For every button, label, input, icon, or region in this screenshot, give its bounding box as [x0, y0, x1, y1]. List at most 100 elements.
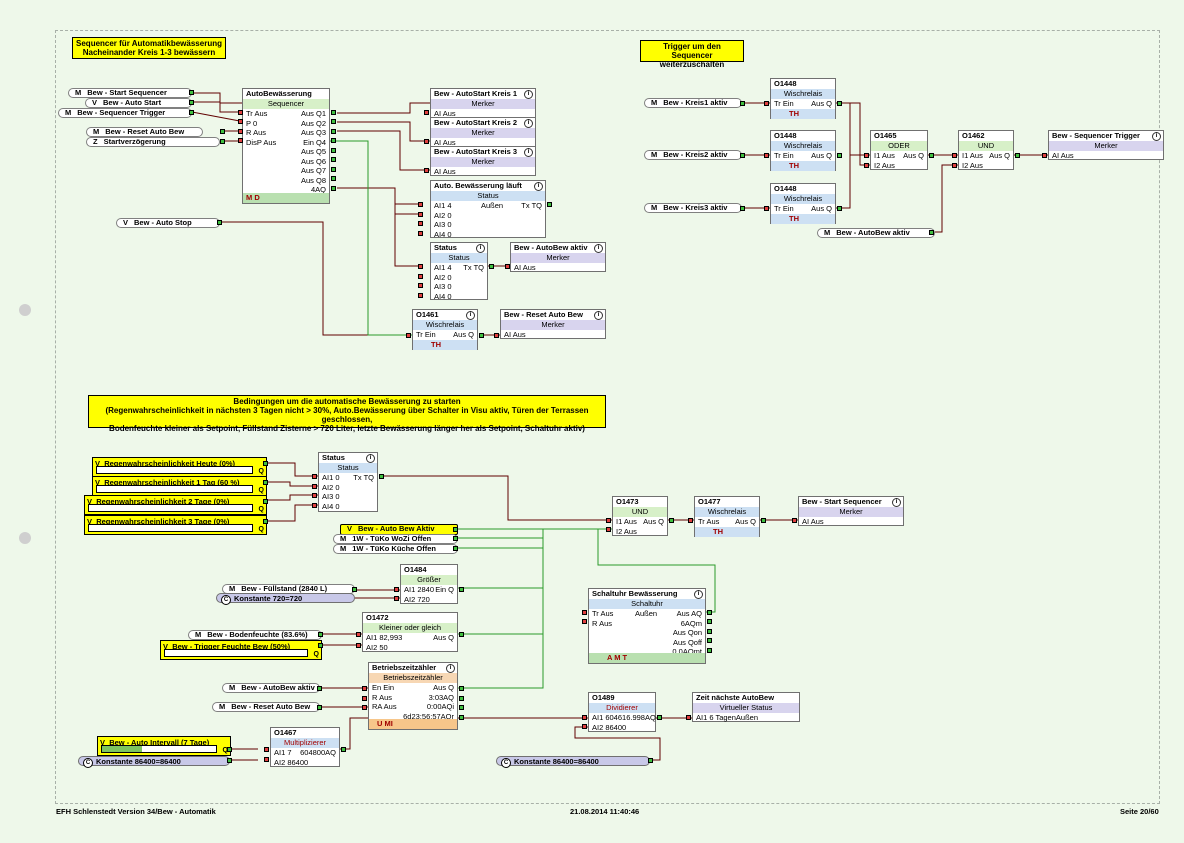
output-pin[interactable] — [453, 527, 458, 532]
input-pin[interactable] — [424, 110, 429, 115]
input-pin[interactable] — [362, 705, 367, 710]
output-pin[interactable] — [479, 333, 484, 338]
output-pin[interactable] — [459, 632, 464, 637]
info-icon[interactable]: i — [366, 454, 375, 463]
input-pin[interactable] — [394, 596, 399, 601]
input-pin[interactable] — [606, 518, 611, 523]
output-pin[interactable] — [331, 110, 336, 115]
output-pin[interactable] — [459, 686, 464, 691]
output-pin[interactable] — [459, 705, 464, 710]
output-pin[interactable] — [648, 758, 653, 763]
output-pin[interactable] — [1015, 153, 1020, 158]
input-pin[interactable] — [312, 474, 317, 479]
input-pin[interactable] — [362, 686, 367, 691]
output-pin[interactable] — [220, 139, 225, 144]
output-pin[interactable] — [263, 461, 268, 466]
input-pin[interactable] — [418, 231, 423, 236]
output-pin[interactable] — [352, 587, 357, 592]
output-pin[interactable] — [547, 202, 552, 207]
output-pin[interactable] — [707, 619, 712, 624]
info-icon[interactable]: i — [524, 148, 533, 157]
output-pin[interactable] — [459, 696, 464, 701]
output-pin[interactable] — [331, 119, 336, 124]
output-pin[interactable] — [837, 206, 842, 211]
output-pin[interactable] — [263, 480, 268, 485]
slider-regen-2-tage[interactable]: V Regenwahrscheinlichkeit 2 Tage (0%) Q — [84, 495, 267, 515]
output-pin[interactable] — [929, 153, 934, 158]
info-icon[interactable]: i — [892, 498, 901, 507]
input-pin[interactable] — [764, 101, 769, 106]
input-pin[interactable] — [1042, 153, 1047, 158]
input-pin[interactable] — [424, 168, 429, 173]
input-pin[interactable] — [505, 264, 510, 269]
output-pin[interactable] — [379, 474, 384, 479]
output-pin[interactable] — [707, 638, 712, 643]
output-pin[interactable] — [707, 610, 712, 615]
input-pin[interactable] — [952, 163, 957, 168]
input-pin[interactable] — [606, 527, 611, 532]
output-pin[interactable] — [331, 157, 336, 162]
info-icon[interactable]: i — [446, 664, 455, 673]
input-pin[interactable] — [418, 212, 423, 217]
input-pin[interactable] — [238, 129, 243, 134]
input-pin[interactable] — [494, 333, 499, 338]
info-icon[interactable]: i — [694, 590, 703, 599]
input-pin[interactable] — [406, 333, 411, 338]
input-pin[interactable] — [264, 757, 269, 762]
output-pin[interactable] — [331, 148, 336, 153]
input-pin[interactable] — [864, 163, 869, 168]
output-pin[interactable] — [217, 220, 222, 225]
input-pin[interactable] — [238, 110, 243, 115]
output-pin[interactable] — [707, 629, 712, 634]
input-pin[interactable] — [238, 138, 243, 143]
input-pin[interactable] — [418, 264, 423, 269]
output-pin[interactable] — [263, 519, 268, 524]
output-pin[interactable] — [657, 715, 662, 720]
output-pin[interactable] — [227, 758, 232, 763]
output-pin[interactable] — [459, 587, 464, 592]
slider-auto-intervall[interactable]: V Bew - Auto Intervall (7 Tage) Q — [97, 736, 231, 756]
output-pin[interactable] — [453, 536, 458, 541]
output-pin[interactable] — [929, 230, 934, 235]
output-pin[interactable] — [189, 110, 194, 115]
input-pin[interactable] — [418, 283, 423, 288]
input-pin[interactable] — [686, 715, 691, 720]
info-icon[interactable]: i — [534, 182, 543, 191]
info-icon[interactable]: i — [1152, 132, 1161, 141]
output-pin[interactable] — [189, 100, 194, 105]
output-pin[interactable] — [740, 101, 745, 106]
output-pin[interactable] — [669, 518, 674, 523]
output-pin[interactable] — [331, 167, 336, 172]
info-icon[interactable]: i — [466, 311, 475, 320]
slider-trigger-feuchte[interactable]: V Bew - Trigger Feuchte Bew (50%) Q — [160, 640, 322, 660]
input-pin[interactable] — [688, 518, 693, 523]
input-pin[interactable] — [864, 153, 869, 158]
output-pin[interactable] — [318, 643, 323, 648]
output-pin[interactable] — [189, 90, 194, 95]
input-pin[interactable] — [312, 493, 317, 498]
input-pin[interactable] — [582, 610, 587, 615]
input-pin[interactable] — [418, 221, 423, 226]
